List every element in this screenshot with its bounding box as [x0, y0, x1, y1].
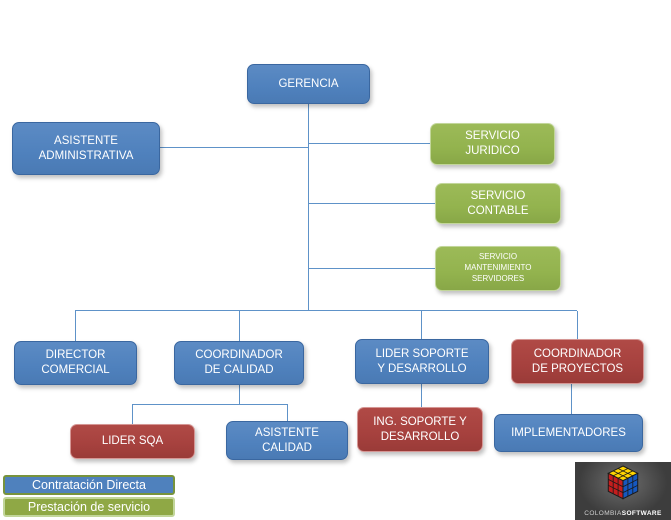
org-node-coordinador-de-calidad: COORDINADOR DE CALIDAD [174, 341, 304, 385]
company-logo: COLOMBIASOFTWARE [575, 462, 671, 520]
logo-brand-primary: COLOMBIA [584, 510, 622, 517]
connector-coordinador-proyectos [577, 311, 578, 339]
connector-gerencia-trunk [308, 104, 309, 310]
legend-label: Contratación Directa [32, 478, 146, 492]
org-node-coordinador-de-proyectos: COORDINADOR DE PROYECTOS [511, 339, 644, 384]
node-label: SERVICIO JURIDICO [465, 130, 520, 157]
legend-label: Prestación de servicio [27, 500, 151, 514]
node-label: IMPLEMENTADORES [511, 426, 626, 439]
org-node-implementadores: IMPLEMENTADORES [494, 414, 643, 452]
logo-wordmark: COLOMBIASOFTWARE [575, 510, 671, 517]
connector-calidad-trunk [239, 385, 240, 405]
connector-servicio-contable [308, 203, 435, 204]
connector-coordinador-calidad [239, 311, 240, 341]
org-node-lider-sqa: LIDER SQA [70, 424, 195, 459]
connector-director-comercial [75, 311, 76, 341]
node-label: COORDINADOR DE PROYECTOS [531, 347, 624, 375]
node-label: ASISTENTE CALIDAD [255, 426, 319, 454]
org-node-asistente-calidad: ASISTENTE CALIDAD [226, 421, 348, 460]
org-node-asistente-administrativa: ASISTENTE ADMINISTRATIVA [12, 122, 160, 175]
connector-asistente-calidad [287, 405, 288, 421]
org-node-director-comercial: DIRECTOR COMERCIAL [14, 341, 137, 385]
connector-main-branch [75, 310, 577, 311]
org-node-gerencia: GERENCIA [247, 64, 370, 104]
node-label: COORDINADOR DE CALIDAD [195, 349, 283, 376]
node-label: ING. SOPORTE Y DESARROLLO [373, 415, 467, 443]
node-label: DIRECTOR COMERCIAL [41, 349, 110, 376]
connector-servicio-juridico [308, 143, 430, 144]
node-label: LIDER SQA [101, 435, 164, 448]
connector-lider-soporte [421, 311, 422, 339]
node-label: SERVICIO MANTENIMIENTO SERVIDORES [464, 252, 532, 283]
org-node-ing-soporte-y-desarrollo: ING. SOPORTE Y DESARROLLO [357, 407, 483, 452]
connector-implementadores [571, 384, 572, 414]
node-label: SERVICIO CONTABLE [467, 189, 529, 217]
node-label: ASISTENTE ADMINISTRATIVA [38, 134, 134, 162]
org-node-lider-soporte-y-desarrollo: LIDER SOPORTE Y DESARROLLO [355, 339, 489, 384]
node-label: GERENCIA [278, 77, 339, 90]
legend-item-prestacion-de-servicio: Prestación de servicio [3, 497, 175, 517]
connector-calidad-branch [132, 404, 288, 405]
rubiks-cube-icon [605, 462, 641, 509]
org-node-servicio-juridico: SERVICIO JURIDICO [430, 123, 555, 165]
logo-brand-secondary: SOFTWARE [621, 510, 662, 517]
legend-item-contratacion-directa: Contratación Directa [3, 475, 175, 495]
node-label: LIDER SOPORTE Y DESARROLLO [375, 347, 469, 375]
org-node-servicio-contable: SERVICIO CONTABLE [435, 183, 561, 224]
connector-lider-sqa [132, 405, 133, 424]
org-node-servicio-mantenimiento-servidores: SERVICIO MANTENIMIENTO SERVIDORES [435, 246, 561, 291]
connector-servicio-mantenimiento [308, 268, 435, 269]
connector-ing-soporte [421, 384, 422, 407]
connector-asistente-administrativa [160, 147, 308, 148]
